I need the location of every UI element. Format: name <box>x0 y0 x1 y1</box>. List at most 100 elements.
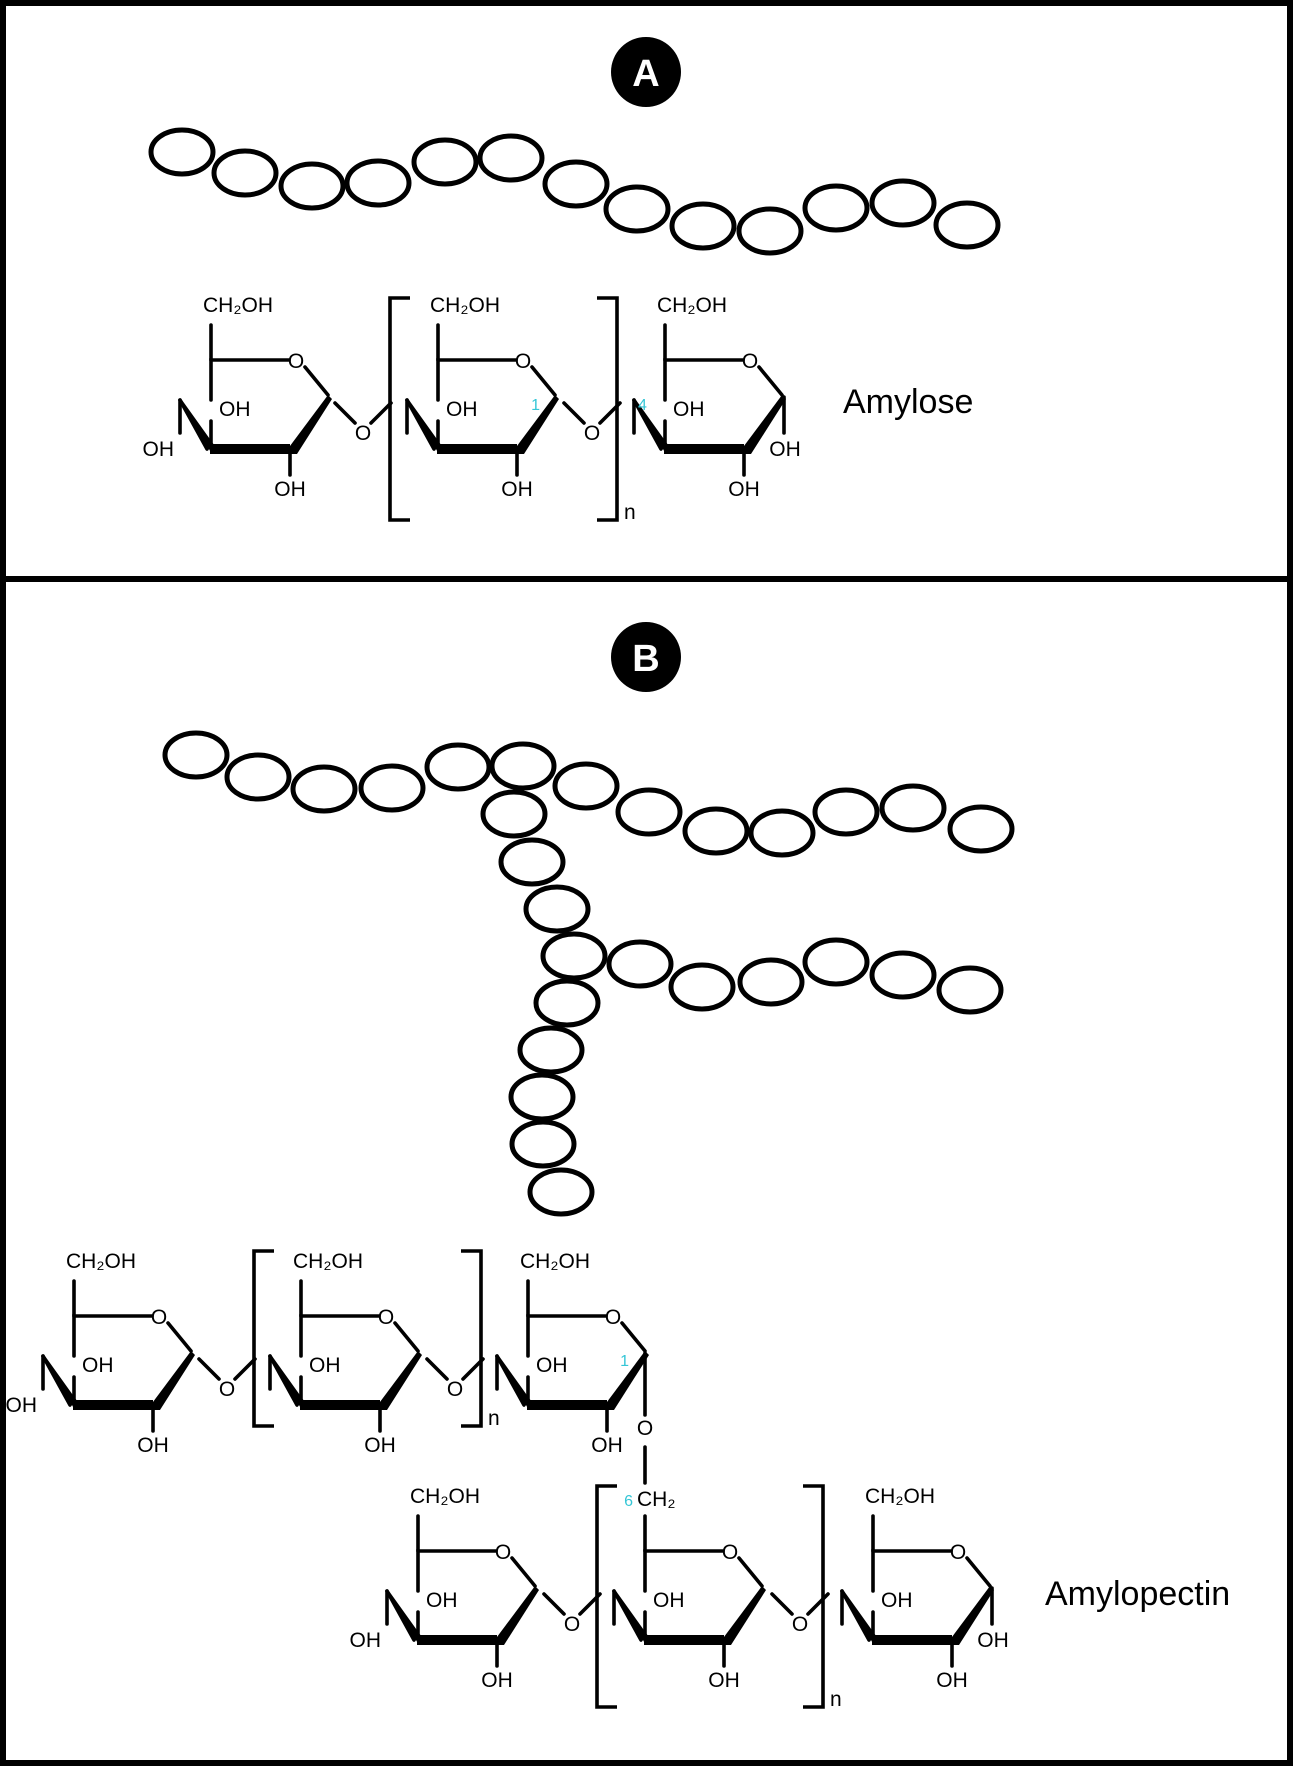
front-bond-wedge <box>601 1351 649 1410</box>
ch2oh-label: CH₂OH <box>203 294 273 317</box>
glucose-bead <box>489 741 557 791</box>
repeat-count-label: n <box>488 1407 500 1430</box>
ring-bond <box>737 1556 764 1588</box>
hydroxyl-label: OH <box>881 1589 913 1612</box>
glucose-bead <box>737 957 805 1007</box>
ch2oh-label: CH₂OH <box>657 294 727 317</box>
glycosidic-bond <box>562 401 586 425</box>
glucose-bead <box>669 201 737 251</box>
glycosidic-bond <box>197 1357 221 1381</box>
ring-oxygen-label: O <box>495 1541 511 1564</box>
hydroxyl-label: OH <box>274 478 306 501</box>
glucose-bead <box>424 742 492 792</box>
glucose-bead <box>540 931 608 981</box>
glucose-bead <box>162 730 230 780</box>
ring-bond <box>393 1321 420 1353</box>
glucose-bead <box>542 159 610 209</box>
glucose-bead <box>344 158 412 208</box>
hydroxyl-label: OH <box>536 1354 568 1377</box>
front-bond <box>437 444 517 454</box>
hydroxyl-label: OH <box>769 438 801 461</box>
ring-bond <box>965 1556 992 1588</box>
glycosidic-oxygen-label: O <box>584 422 600 445</box>
hydroxyl-label: OH <box>350 1629 382 1652</box>
glucose-bead <box>603 184 671 234</box>
front-bond-wedge <box>41 1356 80 1405</box>
ch2oh-label: CH₂OH <box>430 294 500 317</box>
glucose-bead <box>498 837 566 887</box>
hydroxyl-label: OH <box>708 1669 740 1692</box>
hydroxyl-label: OH <box>936 1669 968 1692</box>
glucose-bead <box>480 789 548 839</box>
hydroxyl-label: OH <box>6 1394 38 1417</box>
glycosidic-bond <box>233 1357 257 1381</box>
carbon-number-label: 4 <box>638 397 647 414</box>
ring-bond <box>510 1556 537 1588</box>
amylopectin-chain-diagram <box>162 730 1015 1217</box>
front-bond-wedge <box>511 395 559 454</box>
front-bond-wedge <box>178 400 217 449</box>
hydroxyl-label: OH <box>426 1589 458 1612</box>
glucose-bead <box>517 1025 585 1075</box>
glycosidic-oxygen-label: O <box>355 422 371 445</box>
front-bond-wedge <box>284 395 332 454</box>
glucose-bead <box>523 884 591 934</box>
glucose-bead <box>936 965 1004 1015</box>
ring-oxygen-label: O <box>742 350 758 373</box>
glucose-bead <box>278 161 346 211</box>
front-bond-wedge <box>946 1586 994 1645</box>
front-bond-wedge <box>385 1591 424 1640</box>
front-bond <box>210 444 290 454</box>
glycosidic-oxygen-label: O <box>564 1613 580 1636</box>
front-bond-wedge <box>374 1351 422 1410</box>
hydroxyl-label: OH <box>82 1354 114 1377</box>
hydroxyl-label: OH <box>977 1629 1009 1652</box>
front-bond-wedge <box>632 400 671 449</box>
amylopectin-label: Amylopectin <box>1045 1575 1230 1613</box>
glycosidic-bond <box>770 1592 794 1616</box>
repeat-count-label: n <box>830 1688 842 1711</box>
glycosidic-bond <box>333 401 357 425</box>
glycosidic-bond <box>425 1357 449 1381</box>
glucose-bead <box>802 183 870 233</box>
panel-b-badge-label: B <box>632 638 659 680</box>
glucose-bead <box>812 787 880 837</box>
glucose-bead <box>211 148 279 198</box>
front-bond-wedge <box>718 1586 766 1645</box>
hydroxyl-label: OH <box>501 478 533 501</box>
front-bond <box>300 1400 380 1410</box>
hydroxyl-label: OH <box>591 1434 623 1457</box>
repeat-bracket-right <box>461 1249 483 1428</box>
ch2oh-label: CH₂OH <box>293 1250 363 1273</box>
glucose-bead <box>552 761 620 811</box>
front-bond-wedge <box>738 395 786 454</box>
panel-a-badge-circle <box>611 37 681 107</box>
glucose-bead <box>527 1167 595 1217</box>
ch2oh-label: CH₂OH <box>520 1250 590 1273</box>
amylose-label: Amylose <box>843 383 973 421</box>
ring-bond <box>757 365 784 397</box>
amylose-chain-diagram <box>148 127 1001 256</box>
ring-oxygen-label: O <box>515 350 531 373</box>
hydroxyl-label: OH <box>219 398 251 421</box>
front-bond-wedge <box>147 1351 195 1410</box>
ring-bond <box>166 1321 193 1353</box>
front-bond-wedge <box>840 1591 879 1640</box>
glucose-bead <box>533 978 601 1028</box>
hydroxyl-label: OH <box>137 1434 169 1457</box>
repeat-bracket-right <box>597 296 619 522</box>
glucose-bead <box>148 127 216 177</box>
ring-oxygen-label: O <box>722 1541 738 1564</box>
front-bond-wedge <box>405 400 444 449</box>
glucose-bead <box>606 939 674 989</box>
glucose-bead <box>933 200 1001 250</box>
glucose-bead <box>224 752 292 802</box>
